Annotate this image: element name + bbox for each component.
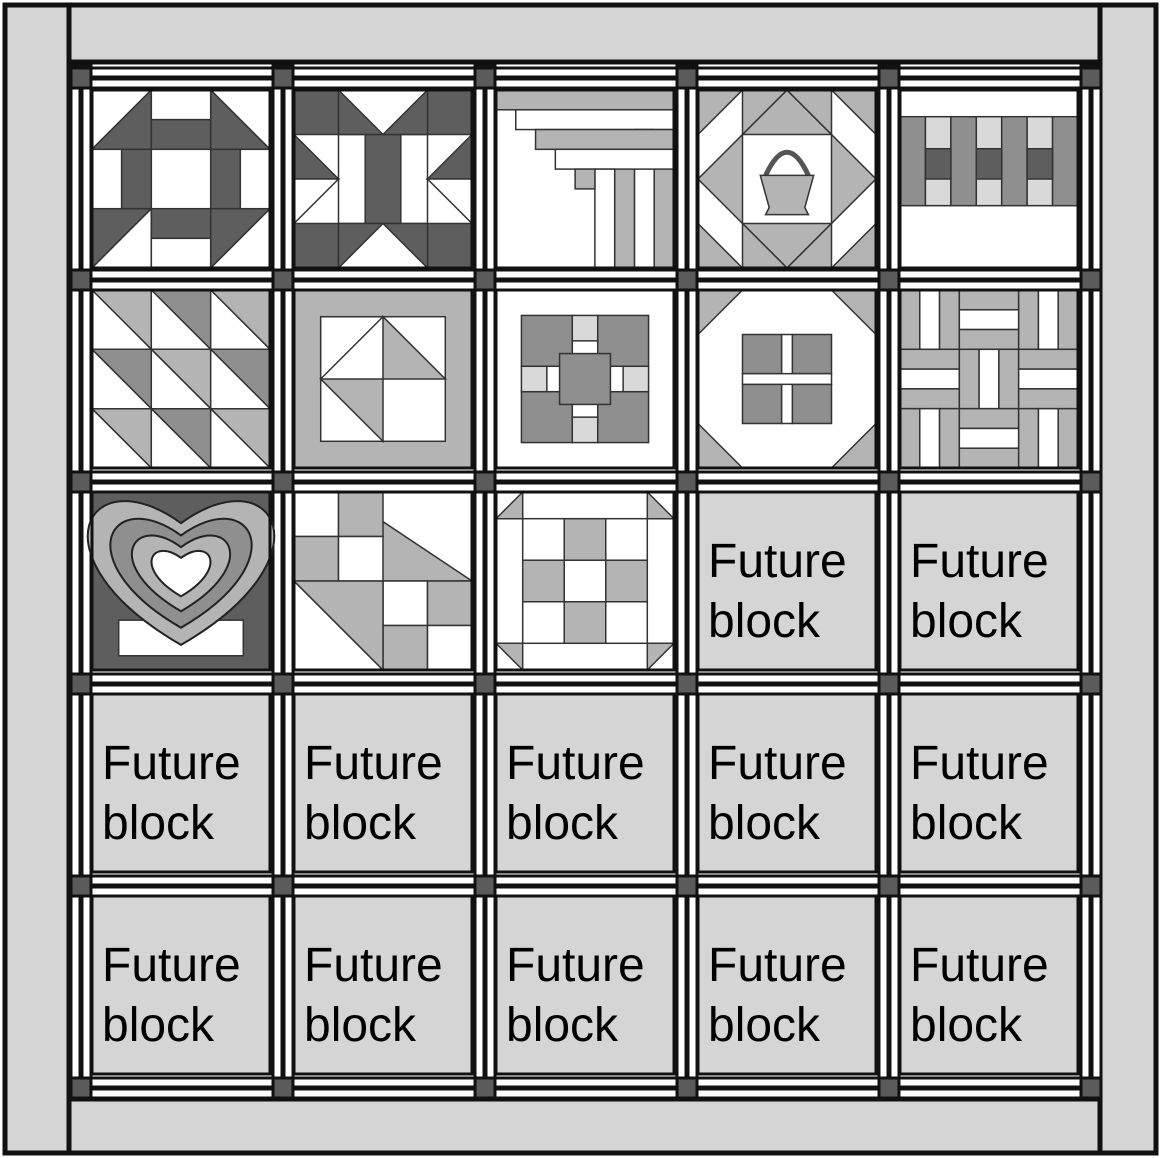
cornerstone <box>71 270 91 290</box>
future-block-label-line1: Future <box>708 535 847 588</box>
sashing-strip-horizontal <box>71 674 1101 694</box>
future-block-label-line2: block <box>102 797 215 850</box>
cornerstone <box>71 472 91 492</box>
quilt-block-fence-block <box>900 90 1078 268</box>
sashing-strip-vertical <box>879 66 899 1096</box>
quilt-block-snowball-cross <box>698 290 876 468</box>
future-block-label-line1: Future <box>304 939 443 992</box>
future-block-label-line1: Future <box>708 737 847 790</box>
quilt-block-heart-block <box>88 492 275 670</box>
sashing-strip-vertical <box>1081 66 1101 1096</box>
cornerstone <box>475 1078 495 1098</box>
future-block-label-line1: Future <box>910 535 1049 588</box>
future-block-label-line2: block <box>708 999 821 1052</box>
quilt-block-checker-star <box>496 492 674 670</box>
cornerstone <box>1081 1078 1101 1098</box>
future-block-label-line1: Future <box>708 939 847 992</box>
cornerstone <box>475 472 495 492</box>
future-block-label-line2: block <box>708 797 821 850</box>
future-block: Future block <box>92 694 270 872</box>
future-block-label-line2: block <box>910 595 1023 648</box>
future-block-label-line1: Future <box>102 939 241 992</box>
quilt-block-basket-block <box>698 90 876 268</box>
quilt-block-churn-dash <box>92 90 270 268</box>
cornerstone <box>677 1078 697 1098</box>
future-block: Future block <box>294 694 472 872</box>
future-block-label-line1: Future <box>506 737 645 790</box>
cornerstone <box>273 472 293 492</box>
future-block: Future block <box>900 896 1078 1074</box>
cornerstone <box>475 674 495 694</box>
cornerstone <box>879 68 899 88</box>
cornerstone <box>71 1078 91 1098</box>
future-block: Future block <box>496 896 674 1074</box>
future-block: Future block <box>496 694 674 872</box>
cornerstone <box>273 270 293 290</box>
quilt-block-basket-weave <box>900 290 1078 468</box>
cornerstone <box>879 1078 899 1098</box>
cornerstone <box>1081 876 1101 896</box>
future-block-label-line2: block <box>304 797 417 850</box>
future-block-label-line1: Future <box>506 939 645 992</box>
future-block-label-line1: Future <box>910 737 1049 790</box>
cornerstone <box>879 270 899 290</box>
cornerstone <box>677 674 697 694</box>
sashing-strip-vertical <box>71 66 91 1096</box>
sashing-strip-vertical <box>273 66 293 1096</box>
cornerstone <box>677 68 697 88</box>
block-grid: FutureblockFutureblockFutureblockFutureb… <box>88 90 1078 1074</box>
cornerstone <box>677 472 697 492</box>
cornerstone <box>475 876 495 896</box>
future-block-label-line2: block <box>304 999 417 1052</box>
quilt-block-log-cabin <box>496 90 674 268</box>
sashing-strip-vertical <box>475 66 495 1096</box>
future-block-label-line2: block <box>506 999 619 1052</box>
future-block: Future block <box>92 896 270 1074</box>
quilt-block-star-block <box>294 90 472 268</box>
future-block: Future block <box>900 492 1078 670</box>
sashing-strip-horizontal <box>71 270 1101 290</box>
cornerstone <box>273 674 293 694</box>
future-block: Future block <box>698 694 876 872</box>
cornerstone <box>273 1078 293 1098</box>
future-block-label-line1: Future <box>102 737 241 790</box>
cornerstone <box>1081 674 1101 694</box>
sashing-strip-horizontal <box>71 1078 1101 1098</box>
cornerstone <box>1081 270 1101 290</box>
quilt-block-framed-triangles <box>294 290 472 468</box>
cornerstone <box>677 270 697 290</box>
cornerstone <box>71 68 91 88</box>
cornerstone <box>71 674 91 694</box>
sashing-strip-horizontal <box>71 68 1101 88</box>
cornerstone <box>273 68 293 88</box>
cornerstone <box>71 876 91 896</box>
future-block: Future block <box>900 694 1078 872</box>
cornerstone <box>879 876 899 896</box>
future-block-label-line1: Future <box>304 737 443 790</box>
future-block-label-line2: block <box>708 595 821 648</box>
quilt-block-diagonal-triangles <box>92 290 270 468</box>
future-block-label-line2: block <box>910 797 1023 850</box>
quilt-block-triangle-patch <box>294 492 472 670</box>
sashing-strip-vertical <box>677 66 697 1096</box>
cornerstone <box>1081 68 1101 88</box>
cornerstone <box>879 472 899 492</box>
cornerstone <box>475 270 495 290</box>
future-block-label-line2: block <box>910 999 1023 1052</box>
cornerstone <box>273 876 293 896</box>
quilt-block-nine-patch-star <box>496 290 674 468</box>
future-block-label-line2: block <box>506 797 619 850</box>
cornerstone <box>677 876 697 896</box>
future-block-label-line1: Future <box>910 939 1049 992</box>
cornerstone <box>1081 472 1101 492</box>
future-block-label-line2: block <box>102 999 215 1052</box>
sashing-strip-horizontal <box>71 472 1101 492</box>
future-block: Future block <box>698 896 876 1074</box>
future-block: Future block <box>294 896 472 1074</box>
sashing-strip-horizontal <box>71 876 1101 896</box>
cornerstone <box>879 674 899 694</box>
future-block: Future block <box>698 492 876 670</box>
cornerstone <box>475 68 495 88</box>
